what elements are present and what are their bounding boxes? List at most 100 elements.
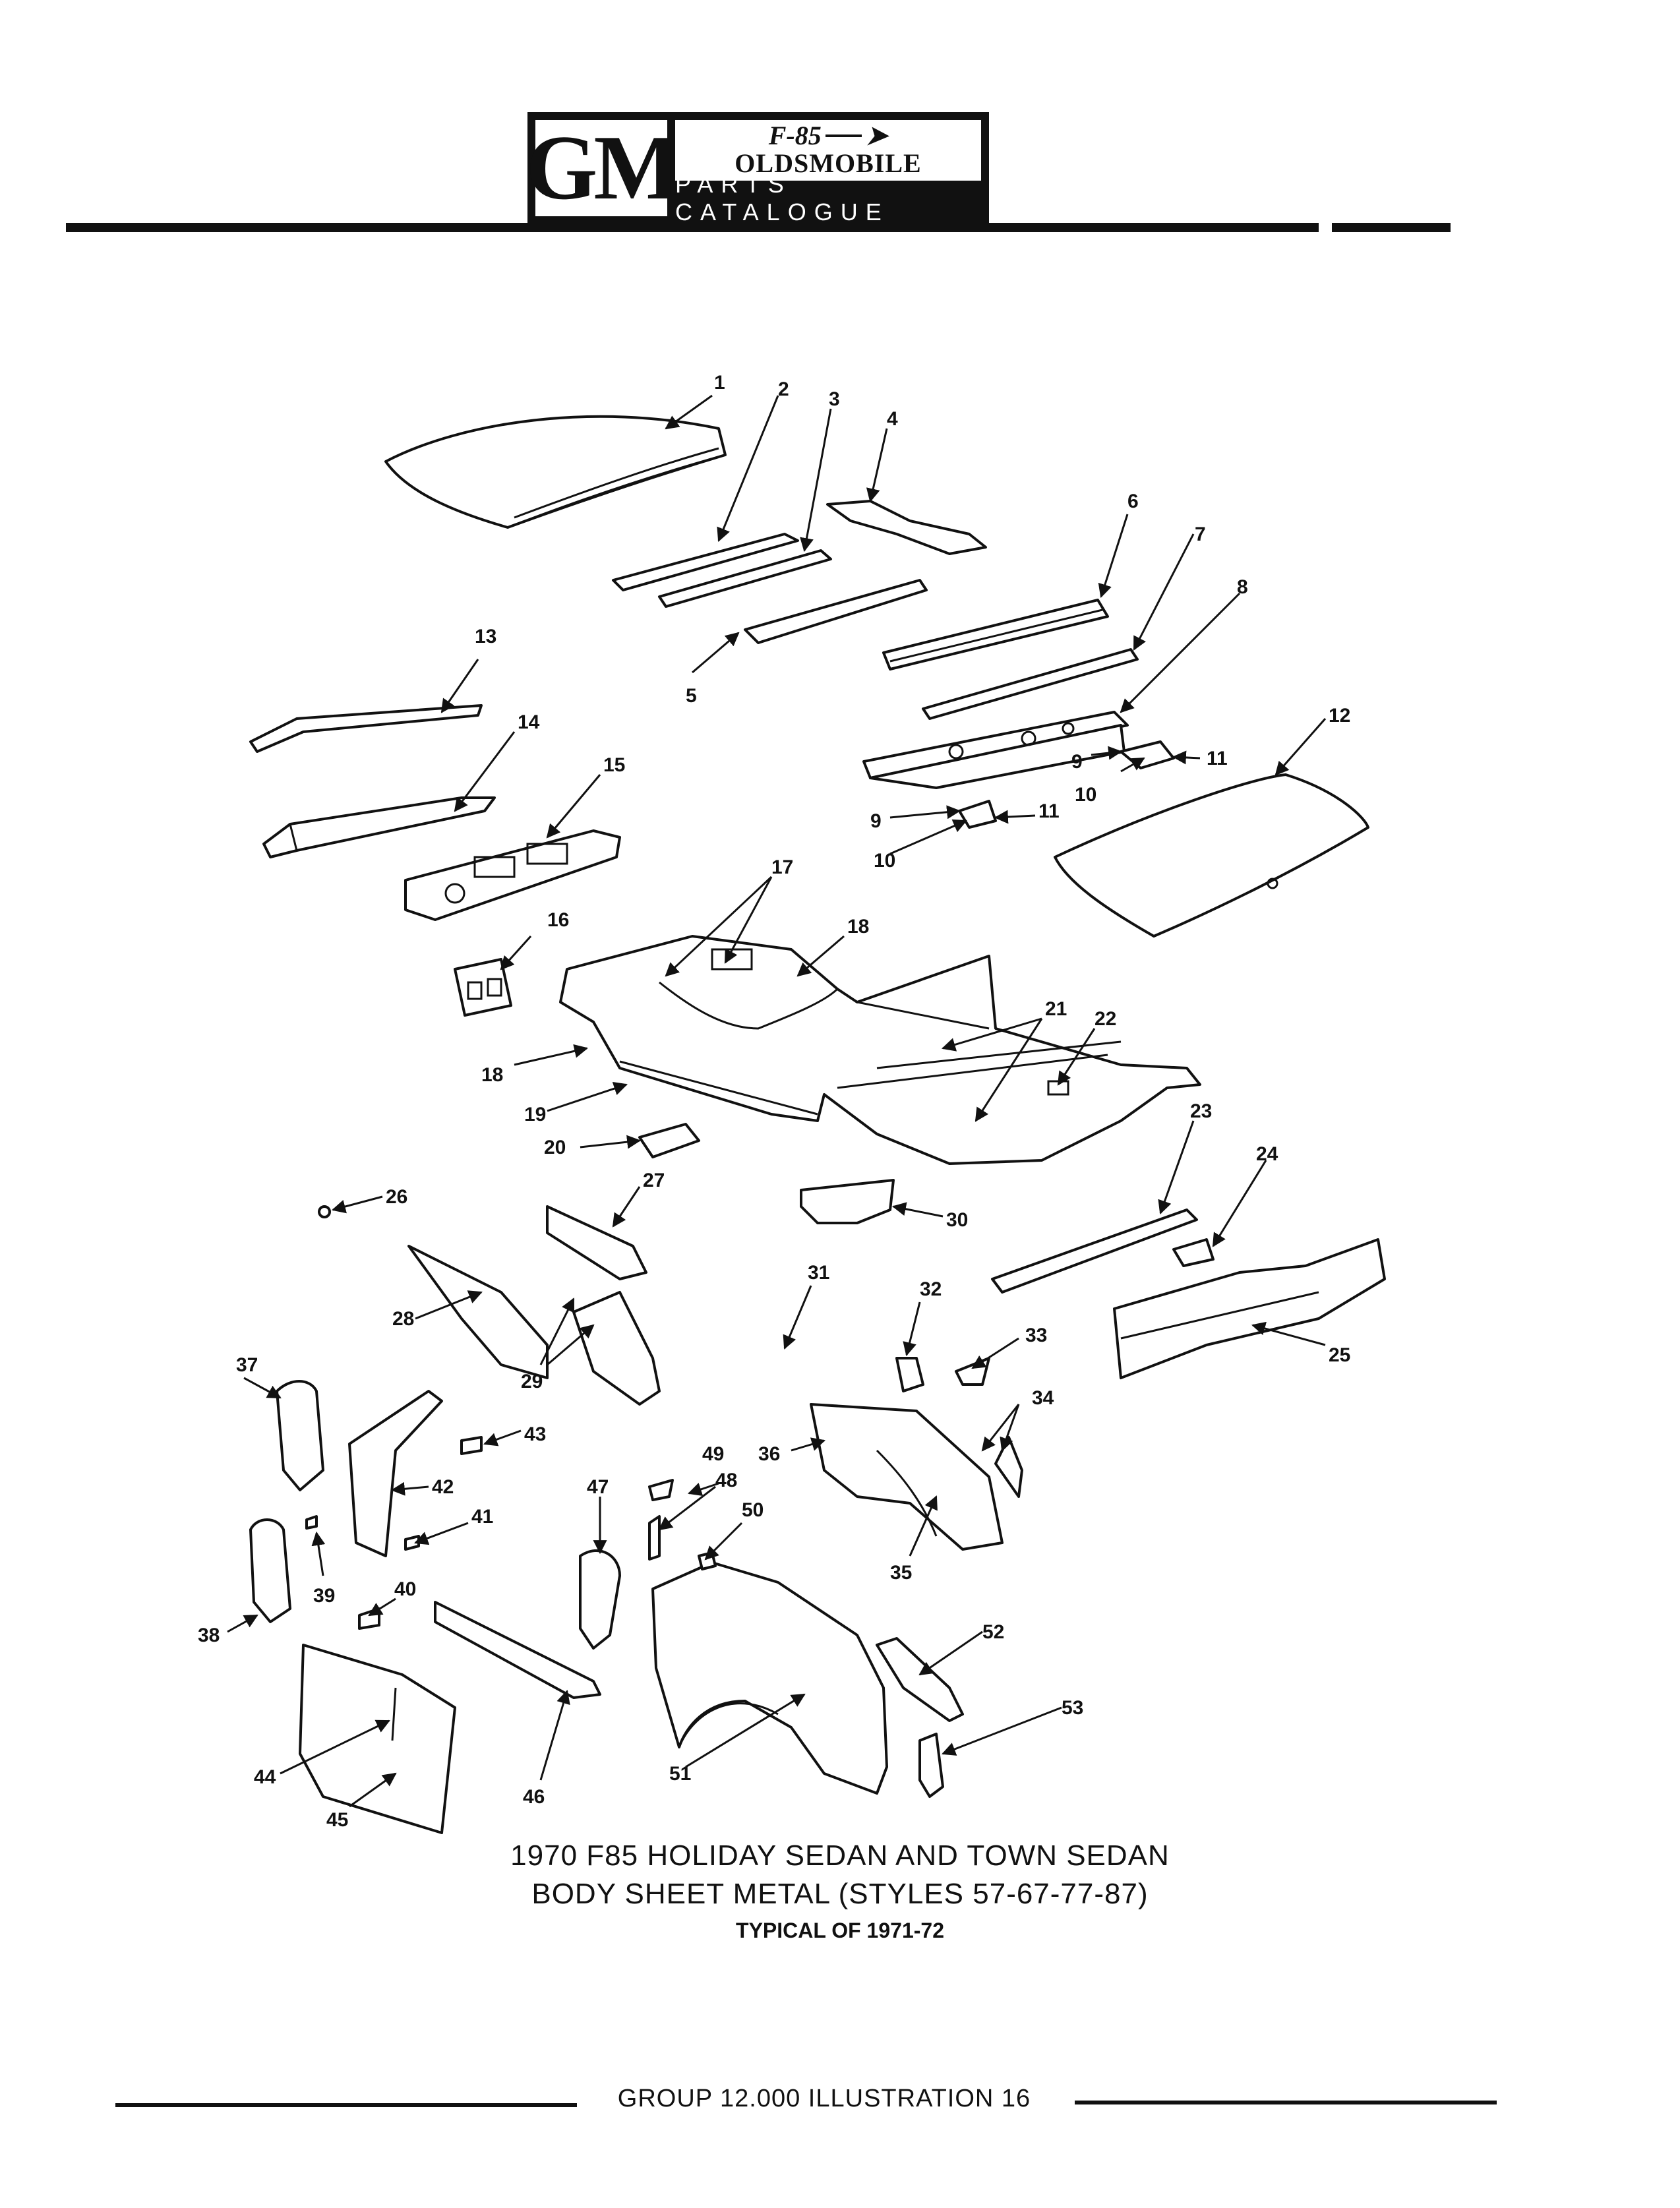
- footer-rule-right: [1075, 2101, 1497, 2104]
- callout-24: 24: [1256, 1143, 1278, 1165]
- callout-31: 31: [808, 1262, 829, 1284]
- leader-lines: [227, 394, 1327, 1808]
- callout-45: 45: [326, 1809, 348, 1831]
- callout-9-lower: 9: [870, 810, 882, 832]
- gm-oldsmobile-logo: GM F-85 ➤ OLDSMOBILE PARTS CATALOGUE: [525, 112, 989, 225]
- callout-29: 29: [521, 1371, 543, 1392]
- callout-41: 41: [471, 1506, 493, 1528]
- rocker-inner: [991, 1208, 1198, 1294]
- header-rule: [66, 223, 1451, 232]
- floor-reinforcement: [638, 1123, 700, 1158]
- callout-8: 8: [1237, 576, 1248, 598]
- callout-48: 48: [715, 1470, 737, 1491]
- callout-33: 33: [1025, 1325, 1047, 1346]
- callout-18-left: 18: [481, 1064, 503, 1086]
- floor-pan: [559, 935, 1201, 1165]
- quarter-inner-panel: [1113, 1238, 1386, 1379]
- callout-47: 47: [587, 1476, 609, 1498]
- callout-17: 17: [771, 856, 793, 878]
- callout-50: 50: [742, 1499, 764, 1521]
- callout-15: 15: [603, 754, 625, 776]
- cowl-bracket: [454, 958, 512, 1017]
- door-outer-panel: [299, 1644, 456, 1834]
- callout-43: 43: [524, 1423, 546, 1445]
- callout-11-lower: 11: [1038, 800, 1060, 822]
- callout-53: 53: [1062, 1697, 1083, 1719]
- callout-25: 25: [1329, 1344, 1350, 1366]
- callout-36: 36: [758, 1443, 780, 1465]
- header-rule-gap: [1319, 222, 1332, 233]
- door-seal-strip: [579, 1549, 621, 1650]
- callout-40: 40: [394, 1578, 416, 1600]
- hinge-pillar: [249, 1380, 324, 1623]
- callout-28: 28: [392, 1308, 414, 1330]
- callout-22: 22: [1095, 1008, 1116, 1030]
- callout-1: 1: [714, 372, 725, 394]
- callout-10-upper: 10: [1075, 784, 1096, 806]
- rear-pillar: [572, 1291, 661, 1406]
- callout-9-upper: 9: [1071, 751, 1083, 773]
- footer-group-label: GROUP 12.000 ILLUSTRATION 16: [617, 2085, 1031, 2112]
- quarter-bracket: [1172, 1238, 1215, 1267]
- wheelhouse-inner: [810, 1403, 1004, 1551]
- tail-lamp-extension: [918, 1733, 944, 1798]
- callout-35: 35: [890, 1562, 912, 1584]
- gm-logo-mark: GM: [525, 117, 681, 219]
- callout-44: 44: [254, 1766, 276, 1788]
- callout-30: 30: [946, 1209, 968, 1231]
- roof-bow-rear: [744, 500, 987, 644]
- roof-panel: [384, 415, 727, 529]
- callout-51: 51: [669, 1763, 691, 1785]
- callout-18-right: 18: [847, 916, 869, 938]
- callout-14: 14: [518, 711, 540, 733]
- f85-logo: F-85 ➤: [769, 123, 888, 149]
- callout-6: 6: [1127, 491, 1139, 512]
- callout-4: 4: [887, 408, 898, 430]
- callout-19: 19: [524, 1104, 546, 1125]
- callout-37: 37: [236, 1354, 258, 1376]
- callout-32: 32: [920, 1278, 942, 1300]
- callout-23: 23: [1190, 1100, 1212, 1122]
- callout-16: 16: [547, 909, 569, 931]
- lock-pillar: [348, 1390, 443, 1557]
- callout-10-lower: 10: [874, 850, 895, 872]
- deck-lid: [1054, 773, 1369, 938]
- rear-seat-bracket: [800, 1179, 895, 1224]
- dash-panel: [404, 829, 621, 921]
- callout-numbers: 1 2 3 4 5 6 7 8 9 10 11 9 11 10 12 13 14…: [198, 372, 1350, 1831]
- rear-window-panels: [862, 599, 1139, 789]
- callout-26: 26: [386, 1186, 407, 1208]
- callout-27: 27: [643, 1170, 665, 1191]
- callout-3: 3: [829, 388, 840, 410]
- callout-11-upper: 11: [1207, 748, 1228, 769]
- illustration-applicability: TYPICAL OF 1971-72: [736, 1919, 944, 1942]
- callout-46: 46: [523, 1786, 545, 1808]
- illustration-subtitle: BODY SHEET METAL (STYLES 57-67-77-87): [531, 1878, 1149, 1910]
- windshield-pillar: [407, 1205, 647, 1379]
- footer-rule-left: [115, 2103, 577, 2107]
- callout-12: 12: [1329, 705, 1350, 727]
- quarter-panel-outer: [651, 1561, 888, 1795]
- rocker-outer: [434, 1601, 601, 1699]
- oldsmobile-wordmark: OLDSMOBILE: [735, 148, 922, 178]
- quarter-extension: [876, 1637, 964, 1722]
- callout-38: 38: [198, 1625, 220, 1646]
- callout-13: 13: [475, 626, 496, 647]
- roof-bow-front: [612, 533, 832, 608]
- callout-39: 39: [313, 1585, 335, 1607]
- windshield-header: [249, 704, 483, 753]
- callout-21: 21: [1045, 998, 1067, 1020]
- illustration-title: 1970 F85 HOLIDAY SEDAN AND TOWN SEDAN: [510, 1839, 1170, 1872]
- callout-49: 49: [702, 1443, 724, 1465]
- callout-20: 20: [544, 1137, 566, 1158]
- callout-52: 52: [982, 1621, 1004, 1643]
- callout-7: 7: [1195, 523, 1206, 545]
- f85-logo-text: F-85: [768, 121, 822, 150]
- callout-2: 2: [778, 378, 789, 400]
- wheelhouse-outer: [994, 1436, 1023, 1498]
- f85-arrow-line: [825, 134, 862, 137]
- callout-34: 34: [1032, 1387, 1054, 1409]
- windshield-frame: [262, 796, 496, 858]
- logo-white-panel: F-85 ➤ OLDSMOBILE: [675, 120, 981, 181]
